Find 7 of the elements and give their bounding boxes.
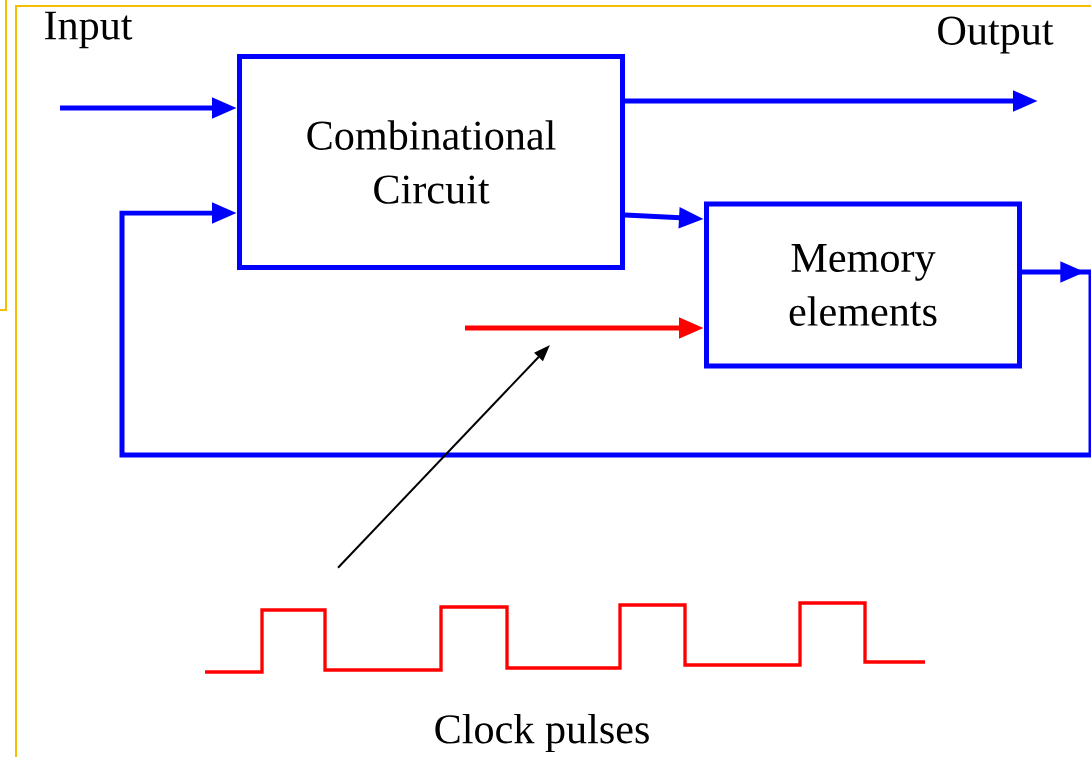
- memory-box: Memory elements: [704, 201, 1022, 369]
- label: Clock pulses: [435, 713, 649, 753]
- arrow: [119, 202, 1091, 458]
- clock-waveform: [205, 601, 925, 674]
- circuit-box: Combinational Circuit: [237, 54, 625, 270]
- label: Output: [938, 16, 1054, 54]
- label: Input: [45, 11, 133, 49]
